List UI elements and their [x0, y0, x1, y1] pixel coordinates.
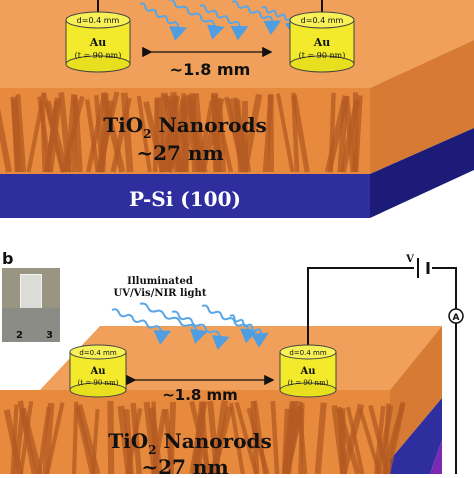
light-label-line1: Illuminated [127, 276, 193, 287]
nanorod [74, 402, 76, 474]
ruler-number-2: 2 [16, 330, 23, 341]
top-layer-name: TiO2 Nanorods [103, 113, 266, 141]
top-left-metal: Au [89, 36, 107, 49]
top-layer-name-rest: Nanorods [152, 113, 267, 137]
bottom-au-contact-right: d=0.4 mm Au (t = 90 nm) [280, 345, 336, 397]
top-layer-name-sub: 2 [143, 127, 151, 141]
ammeter-label: A [453, 313, 460, 323]
top-right-metal: Au [313, 36, 331, 49]
bottom-au-contact-left: d=0.4 mm Au (t = 90 nm) [70, 345, 126, 397]
ruler-number-3: 3 [46, 330, 53, 341]
top-panel: d=0.4 mm Au (t = 90 nm) d=0.4 mm Au (t =… [0, 0, 474, 218]
bottom-left-metal: Au [89, 366, 105, 377]
bottom-layer-name-rest: Nanorods [157, 429, 272, 453]
panel-b-label: b [2, 249, 13, 268]
bottom-layer-name-base: TiO [108, 429, 148, 453]
top-layer-thickness: ~27 nm [136, 141, 223, 165]
top-gap-label: ~1.8 mm [170, 60, 251, 79]
top-au-contact-left: d=0.4 mm Au (t = 90 nm) [66, 12, 130, 72]
device-photo: 2 3 [2, 268, 60, 342]
top-left-thickness: (t = 90 nm) [75, 51, 122, 60]
top-layer-name-base: TiO [103, 113, 143, 137]
device-chip [20, 274, 42, 309]
top-substrate-label: P-Si (100) [129, 187, 241, 211]
bottom-layer-name: TiO2 Nanorods [108, 429, 271, 457]
bottom-layer-thickness: ~27 nm [141, 455, 228, 474]
top-right-thickness: (t = 90 nm) [299, 51, 346, 60]
top-au-contact-right: d=0.4 mm Au (t = 90 nm) [290, 12, 354, 72]
bottom-left-thickness: (t = 90 nm) [78, 379, 119, 387]
bottom-left-diameter: d=0.4 mm [79, 349, 116, 357]
top-left-diameter: d=0.4 mm [77, 16, 120, 25]
bottom-right-metal: Au [299, 366, 315, 377]
bottom-right-diameter: d=0.4 mm [289, 349, 326, 357]
bottom-panel: b Illuminated UV/Vis/NIR light V A d=0 [0, 249, 463, 474]
bottom-right-thickness: (t = 90 nm) [288, 379, 329, 387]
voltage-label: V [405, 254, 414, 265]
top-right-diameter: d=0.4 mm [301, 16, 344, 25]
light-label-line2: UV/Vis/NIR light [114, 288, 207, 299]
bottom-gap-label: ~1.8 mm [162, 386, 238, 404]
